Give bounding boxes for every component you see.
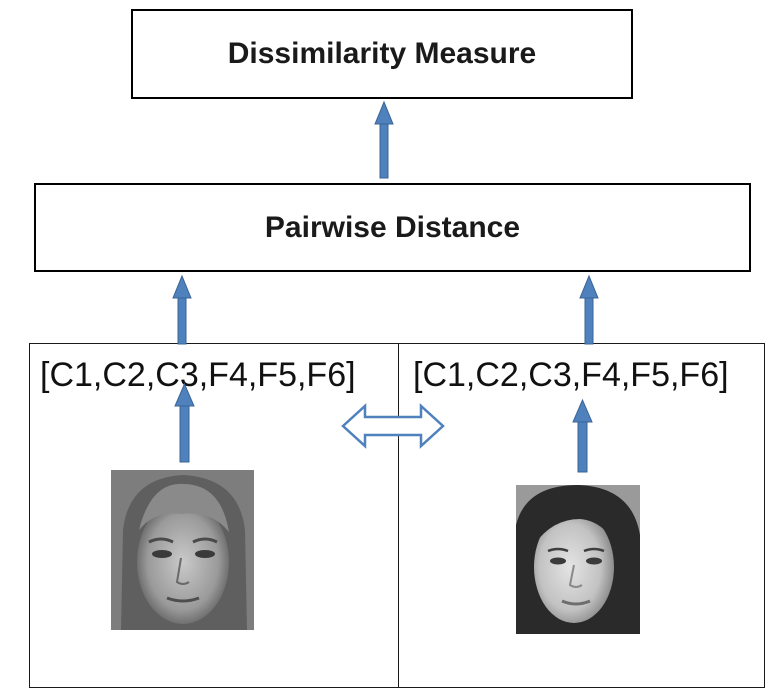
up-arrow-icon: [172, 274, 192, 345]
dissimilarity-measure-label: Dissimilarity Measure: [227, 37, 537, 70]
left-face-image: [111, 470, 254, 630]
dissimilarity-measure-box: Dissimilarity Measure: [131, 9, 633, 99]
up-arrow-icon: [374, 100, 394, 179]
right-feature-vector: [C1,C2,C3,F4,F5,F6]: [413, 356, 729, 394]
pairwise-distance-label: Pairwise Distance: [264, 210, 521, 244]
right-face-image: [516, 485, 640, 634]
up-arrow-icon: [579, 274, 599, 345]
left-feature-vector: [C1,C2,C3,F4,F5,F6]: [40, 356, 356, 394]
pairwise-distance-box: Pairwise Distance: [34, 183, 751, 272]
